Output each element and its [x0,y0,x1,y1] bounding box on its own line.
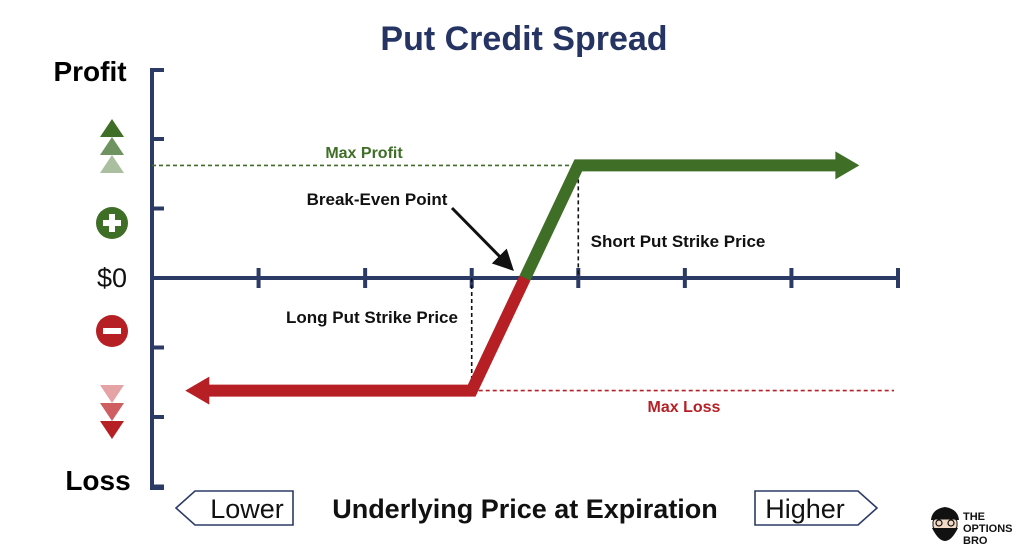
max-profit-label: Max Profit [325,145,403,162]
reference-lines [152,164,894,392]
break-even-label: Break-Even Point [307,190,448,209]
brand-logo: THE OPTIONS BRO [931,507,1013,547]
short-put-strike-label: Short Put Strike Price [591,232,766,251]
profit-segment-line [519,159,838,281]
chart-title: Put Credit Spread [380,20,667,58]
minus-circle-icon [96,315,128,347]
long-put-strike-label: Long Put Strike Price [286,308,458,327]
brand-line2: OPTIONS [963,523,1013,535]
loss-arrowhead [185,376,210,405]
loss-arrows-icon [100,385,124,439]
profit-arrowhead [835,151,860,180]
y-axis-loss-label: Loss [65,465,130,496]
max-loss-label: Max Loss [648,399,721,416]
x-axis-label: Underlying Price at Expiration [332,494,718,524]
zero-label: $0 [97,263,127,293]
payoff-series [185,151,860,405]
lower-direction-arrow: Lower [174,490,294,526]
plus-circle-icon [96,207,128,239]
brand-line1: THE [963,511,985,523]
higher-direction-arrow: Higher [754,490,879,526]
loss-segment-line [207,275,531,397]
lower-label: Lower [210,494,284,524]
brand-line3: BRO [963,535,988,547]
break-even-arrow [450,206,514,271]
higher-label: Higher [765,494,845,524]
profit-arrows-icon [100,119,124,173]
bearded-face-icon [931,507,959,541]
y-axis-profit-label: Profit [53,56,126,87]
